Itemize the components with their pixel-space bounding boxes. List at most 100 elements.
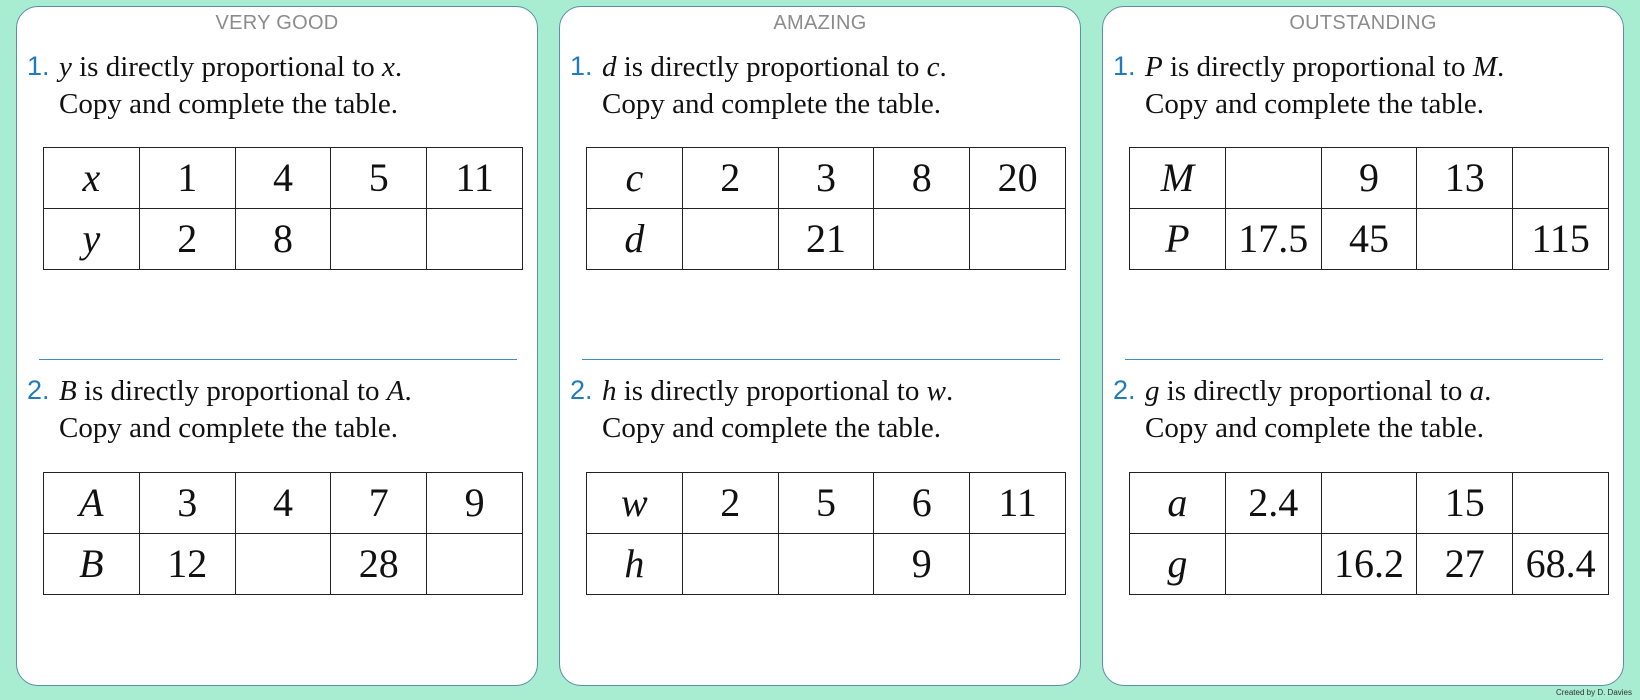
table-cell: 2.4 bbox=[1224, 472, 1322, 534]
table-header-cell: h bbox=[586, 533, 683, 595]
card-outstanding: OUTSTANDING 1. P is directly proportiona… bbox=[1102, 6, 1624, 686]
question-statement: h is directly proportional to w. bbox=[602, 375, 954, 407]
table-cell bbox=[1224, 533, 1322, 595]
question-divider bbox=[39, 359, 517, 360]
table-row: g 16.2 27 68.4 bbox=[1129, 533, 1609, 595]
proportion-table: x 1 4 5 11 y 2 8 bbox=[43, 147, 523, 270]
table-cell bbox=[426, 208, 523, 270]
table-cell: 5 bbox=[330, 147, 428, 209]
question-divider bbox=[1125, 359, 1603, 360]
table-header-cell: B bbox=[43, 533, 140, 595]
table-cell: 11 bbox=[969, 472, 1066, 534]
table-row: c 2 3 8 20 bbox=[586, 147, 1066, 209]
proportion-table: c 2 3 8 20 d 21 bbox=[586, 147, 1066, 270]
question-statement: g is directly proportional to a. bbox=[1145, 375, 1492, 407]
table-cell bbox=[873, 208, 971, 270]
table-cell: 9 bbox=[873, 533, 971, 595]
question-number: 2. bbox=[1113, 375, 1136, 405]
table-cell: 27 bbox=[1416, 533, 1514, 595]
table-cell bbox=[681, 208, 779, 270]
card-title: AMAZING bbox=[773, 12, 867, 34]
question-instruction: Copy and complete the table. bbox=[59, 412, 399, 444]
card-very-good: VERY GOOD 1. y is directly proportional … bbox=[16, 6, 538, 686]
table-row: A 3 4 7 9 bbox=[43, 472, 523, 534]
table-row: d 21 bbox=[586, 208, 1066, 270]
table-header-cell: x bbox=[43, 147, 140, 209]
table-cell bbox=[969, 533, 1066, 595]
table-cell bbox=[1224, 147, 1322, 209]
question-number: 1. bbox=[1113, 51, 1136, 81]
table-cell bbox=[426, 533, 523, 595]
table-cell: 9 bbox=[1320, 147, 1418, 209]
table-header-cell: c bbox=[586, 147, 683, 209]
question-instruction: Copy and complete the table. bbox=[1145, 88, 1485, 120]
table-row: a 2.4 15 bbox=[1129, 472, 1609, 534]
table-row: B 12 28 bbox=[43, 533, 523, 595]
table-cell: 13 bbox=[1416, 147, 1514, 209]
question-instruction: Copy and complete the table. bbox=[1145, 412, 1485, 444]
table-cell: 15 bbox=[1416, 472, 1514, 534]
table-header-cell: M bbox=[1129, 147, 1226, 209]
table-cell: 2 bbox=[681, 147, 779, 209]
table-cell: 20 bbox=[969, 147, 1066, 209]
table-row: w 2 5 6 11 bbox=[586, 472, 1066, 534]
question-number: 2. bbox=[570, 375, 593, 405]
table-cell: 68.4 bbox=[1512, 533, 1609, 595]
table-header-cell: w bbox=[586, 472, 683, 534]
table-cell: 17.5 bbox=[1224, 208, 1322, 270]
table-cell bbox=[681, 533, 779, 595]
table-cell bbox=[1512, 472, 1609, 534]
table-cell: 2 bbox=[681, 472, 779, 534]
table-header-cell: y bbox=[43, 208, 140, 270]
table-cell bbox=[234, 533, 332, 595]
table-header-cell: A bbox=[43, 472, 140, 534]
table-row: h 9 bbox=[586, 533, 1066, 595]
table-cell: 3 bbox=[777, 147, 875, 209]
card-amazing: AMAZING 1. d is directly proportional to… bbox=[559, 6, 1081, 686]
table-row: M 9 13 bbox=[1129, 147, 1609, 209]
table-header-cell: a bbox=[1129, 472, 1226, 534]
table-header-cell: P bbox=[1129, 208, 1226, 270]
card-title: VERY GOOD bbox=[215, 12, 339, 34]
table-cell: 16.2 bbox=[1320, 533, 1418, 595]
question-divider bbox=[582, 359, 1060, 360]
question-statement: y is directly proportional to x. bbox=[59, 51, 403, 83]
table-row: y 2 8 bbox=[43, 208, 523, 270]
table-row: P 17.5 45 115 bbox=[1129, 208, 1609, 270]
table-cell: 115 bbox=[1512, 208, 1609, 270]
table-cell bbox=[1416, 208, 1514, 270]
table-cell: 3 bbox=[138, 472, 236, 534]
table-cell: 45 bbox=[1320, 208, 1418, 270]
table-cell: 2 bbox=[138, 208, 236, 270]
question-instruction: Copy and complete the table. bbox=[602, 412, 942, 444]
credit-text: Created by D. Davies bbox=[1555, 688, 1632, 697]
table-cell: 4 bbox=[234, 147, 332, 209]
table-cell: 8 bbox=[234, 208, 332, 270]
question-statement: P is directly proportional to M. bbox=[1145, 51, 1505, 83]
proportion-table: A 3 4 7 9 B 12 28 bbox=[43, 472, 523, 595]
question-statement: B is directly proportional to A. bbox=[59, 375, 412, 407]
table-cell: 8 bbox=[873, 147, 971, 209]
table-row: x 1 4 5 11 bbox=[43, 147, 523, 209]
table-cell bbox=[777, 533, 875, 595]
table-cell: 1 bbox=[138, 147, 236, 209]
table-cell: 21 bbox=[777, 208, 875, 270]
question-number: 1. bbox=[570, 51, 593, 81]
table-cell bbox=[1320, 472, 1418, 534]
table-cell: 5 bbox=[777, 472, 875, 534]
proportion-table: w 2 5 6 11 h 9 bbox=[586, 472, 1066, 595]
table-cell bbox=[330, 208, 428, 270]
table-header-cell: g bbox=[1129, 533, 1226, 595]
question-instruction: Copy and complete the table. bbox=[59, 88, 399, 120]
table-cell: 28 bbox=[330, 533, 428, 595]
table-cell: 12 bbox=[138, 533, 236, 595]
table-cell: 6 bbox=[873, 472, 971, 534]
table-cell: 7 bbox=[330, 472, 428, 534]
table-cell bbox=[969, 208, 1066, 270]
table-cell bbox=[1512, 147, 1609, 209]
table-cell: 4 bbox=[234, 472, 332, 534]
card-title: OUTSTANDING bbox=[1289, 12, 1437, 34]
question-instruction: Copy and complete the table. bbox=[602, 88, 942, 120]
question-number: 2. bbox=[27, 375, 50, 405]
question-number: 1. bbox=[27, 51, 50, 81]
